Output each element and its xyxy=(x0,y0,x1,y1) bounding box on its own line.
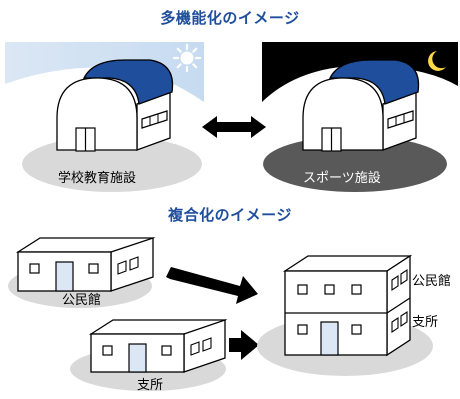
combined-heading: 複合化のイメージ xyxy=(168,206,292,224)
moon-icon xyxy=(428,51,446,71)
school-label: 学校教育施設 xyxy=(58,171,137,186)
community-center-label-right: 公民館 xyxy=(412,274,452,289)
branch-label-left: 支所 xyxy=(137,378,164,393)
school-building xyxy=(56,59,174,152)
sports-building xyxy=(302,59,420,152)
community-center-label-left: 公民館 xyxy=(62,293,102,308)
multi-function-heading: 多機能化のイメージ xyxy=(160,9,300,27)
night-sky-panel xyxy=(262,42,458,102)
sports-label: スポーツ施設 xyxy=(303,171,381,186)
day-sky-panel xyxy=(5,42,204,102)
double-arrow-icon xyxy=(202,116,266,138)
sun-icon xyxy=(172,43,202,73)
right-arrow-icon xyxy=(166,267,258,304)
branch-building xyxy=(88,319,228,373)
branch-label-right: 支所 xyxy=(412,315,439,330)
community-center-building xyxy=(15,237,156,292)
combined-building xyxy=(282,254,413,357)
right-arrow-icon-lower xyxy=(229,330,259,360)
